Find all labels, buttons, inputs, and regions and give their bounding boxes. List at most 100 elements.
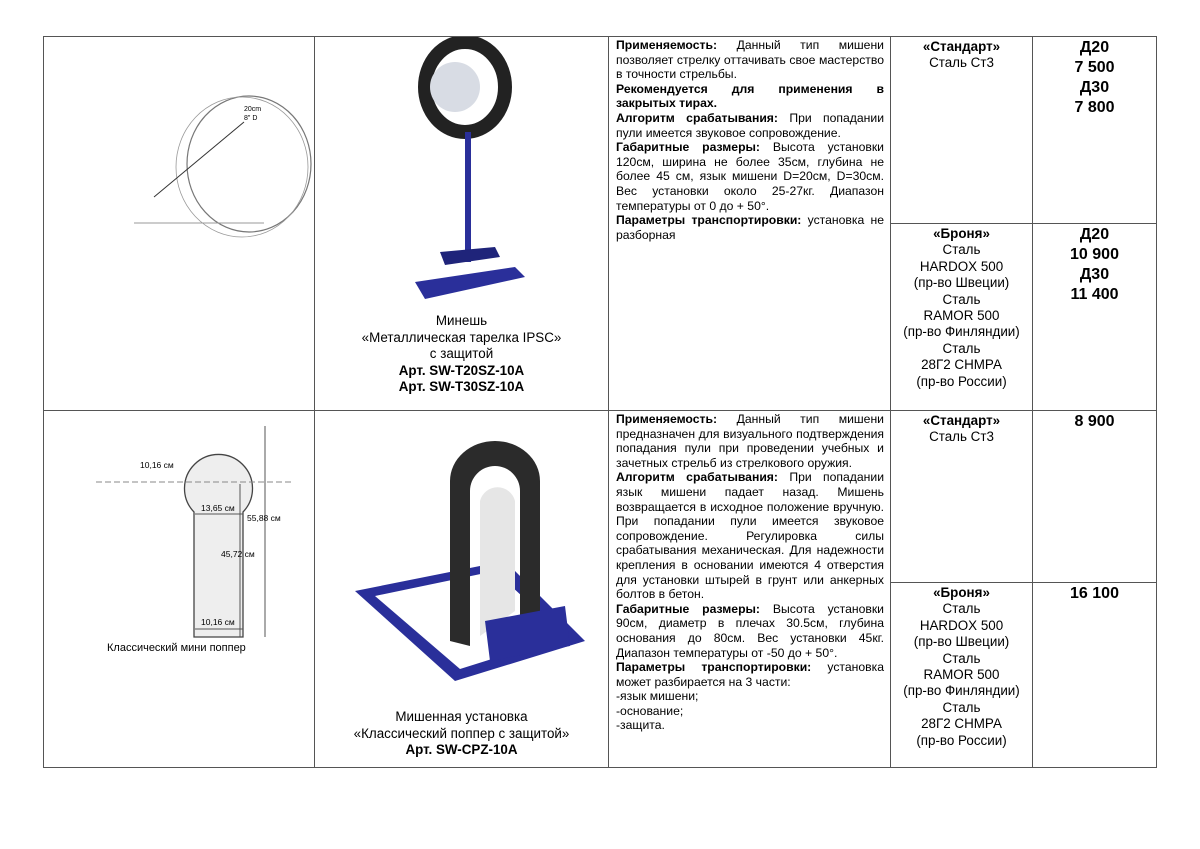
- description-popper: Применяемость: Данный тип мишени предназ…: [608, 410, 891, 768]
- plate-target-image: [415, 37, 525, 299]
- caption-line: Минешь: [435, 313, 488, 328]
- material-line: Сталь: [942, 650, 981, 666]
- material-line: 28Г2 СНМРА: [921, 357, 1002, 373]
- material-line: Сталь: [942, 601, 981, 617]
- material-line: HARDOX 500: [919, 258, 1004, 274]
- variant-title: «Стандарт»: [922, 413, 1001, 428]
- price-standard: 8 900: [1032, 410, 1157, 583]
- dim-label: 8" D: [244, 115, 257, 122]
- description-paragraph: -защита.: [616, 718, 884, 733]
- description-heading: Габаритные размеры:: [616, 140, 760, 155]
- description-paragraph: Рекомендуется для применения в закрытых …: [616, 82, 884, 111]
- price-value: Д30: [1079, 266, 1110, 283]
- description-paragraph: Габаритные размеры: Высота установки 120…: [616, 140, 884, 213]
- description-paragraph: Габаритные размеры: Высота установки 90с…: [616, 602, 884, 660]
- dim-label: 55,88 см: [247, 513, 281, 523]
- product-cell-popper: Мишенная установка «Классический поппер …: [314, 410, 609, 768]
- article-number: Арт. SW-T20SZ-10A: [398, 362, 525, 378]
- price-value: 11 400: [1070, 286, 1119, 303]
- article-number: Арт. SW-T30SZ-10A: [398, 379, 525, 394]
- popper-target-image: [355, 441, 585, 681]
- caption-line: Мишенная установка: [395, 709, 528, 724]
- description-text: установка может разбирается на 3 части:: [616, 660, 884, 689]
- description-text: -язык мишени;: [616, 689, 699, 704]
- description-text: Высота установки 120см, ширина не более …: [616, 140, 884, 213]
- description-text: Данный тип мишени предназначен для визуа…: [616, 412, 884, 470]
- variant-standard: «Стандарт»Сталь Ст3: [890, 410, 1033, 583]
- description-heading: Параметры транспортировки:: [616, 213, 802, 228]
- price-value: 10 900: [1070, 246, 1119, 263]
- material-line: Сталь Ст3: [929, 429, 994, 445]
- caption-line: с защитой: [429, 346, 494, 361]
- material-line: (пр-во Финляндии): [903, 324, 1020, 340]
- description-heading: Алгоритм срабатывания:: [616, 110, 778, 125]
- description-text: Данный тип мишени позволяет стрелку отта…: [616, 38, 884, 82]
- material-line: (пр-во Швеции): [913, 634, 1010, 650]
- description-text: При попадании пули имеется звуковое сопр…: [616, 110, 884, 140]
- caption-line: «Классический поппер с защитой»: [353, 725, 570, 741]
- description-paragraph: Алгоритм срабатывания: При попадании пул…: [616, 111, 884, 140]
- description-paragraph: Применяемость: Данный тип мишени позволя…: [616, 38, 884, 82]
- material-line: (пр-во Швеции): [913, 275, 1010, 291]
- material-line: Сталь: [942, 340, 981, 356]
- description-heading: Применяемость:: [616, 412, 718, 426]
- caption-line: «Металлическая тарелка IPSC»: [361, 329, 562, 345]
- price-value: Д30: [1079, 79, 1110, 96]
- description-paragraph: Применяемость: Данный тип мишени предназ…: [616, 412, 884, 470]
- description-paragraph: Параметры транспортировки: установка не …: [616, 213, 884, 242]
- material-line: 28Г2 СНМРА: [921, 716, 1002, 732]
- drawing-cell-popper: 10,16 см 13,65 см 55,88 см 45,72 см 10,1…: [43, 410, 315, 768]
- material-line: RAMOR 500: [923, 308, 1000, 324]
- article-number: Арт. SW-CPZ-10A: [405, 742, 518, 757]
- dim-label: 10,16 см: [201, 617, 235, 627]
- description-heading: Алгоритм срабатывания:: [616, 470, 778, 485]
- material-line: (пр-во Финляндии): [903, 683, 1020, 699]
- description-heading: Параметры транспортировки:: [616, 660, 812, 675]
- material-line: (пр-во России): [916, 373, 1007, 389]
- variant-title: «Стандарт»: [922, 39, 1001, 54]
- description-paragraph: Параметры транспортировки: установка мож…: [616, 660, 884, 689]
- dim-label: 45,72 см: [221, 549, 255, 559]
- variant-title: «Броня»: [933, 585, 990, 600]
- dim-label: 20cm: [244, 106, 261, 113]
- price-value: Д20: [1079, 226, 1110, 243]
- description-text: -защита.: [616, 718, 665, 733]
- description-text: установка не разборная: [616, 213, 884, 242]
- description-paragraph: -язык мишени;: [616, 689, 884, 704]
- drawing-cell-plate: 20cm 8" D: [43, 36, 315, 411]
- description-paragraph: -основание;: [616, 704, 884, 719]
- plate-drawing: 20cm 8" D: [134, 95, 312, 238]
- description-paragraph: Алгоритм срабатывания: При попадании язы…: [616, 470, 884, 601]
- description-heading: Применяемость:: [616, 38, 718, 52]
- material-line: Сталь: [942, 242, 981, 258]
- description-text: При попадании язык мишени падает назад. …: [616, 470, 884, 602]
- popper-drawing: 10,16 см 13,65 см 55,88 см 45,72 см 10,1…: [96, 426, 294, 654]
- price-value: 7 800: [1074, 99, 1115, 116]
- material-line: RAMOR 500: [923, 667, 1000, 683]
- material-line: HARDOX 500: [919, 617, 1004, 633]
- description-heading: Габаритные размеры:: [616, 601, 760, 616]
- product-cell-plate: Минешь «Металлическая тарелка IPSC» с за…: [314, 36, 609, 411]
- material-line: Сталь: [942, 699, 981, 715]
- price-value: 16 100: [1070, 585, 1119, 602]
- material-line: (пр-во России): [916, 732, 1007, 748]
- price-value: Д20: [1079, 39, 1110, 56]
- description-heading: Рекомендуется для применения в закрытых …: [616, 81, 884, 111]
- description-text: Высота установки 90см, диаметр в плечах …: [616, 601, 884, 660]
- price-value: 8 900: [1074, 413, 1115, 430]
- dim-label: 13,65 см: [201, 503, 235, 513]
- variant-standard: «Стандарт»Сталь Ст3: [890, 36, 1033, 224]
- price-value: 7 500: [1074, 59, 1115, 76]
- drawing-title: Классический мини поппер: [107, 642, 246, 654]
- variant-title: «Броня»: [933, 226, 990, 241]
- material-line: Сталь Ст3: [929, 55, 994, 71]
- description-plate: Применяемость: Данный тип мишени позволя…: [608, 36, 891, 411]
- description-text: -основание;: [616, 703, 684, 718]
- dim-label: 10,16 см: [140, 460, 174, 470]
- price-armor: 16 100: [1032, 582, 1157, 768]
- material-line: Сталь: [942, 291, 981, 307]
